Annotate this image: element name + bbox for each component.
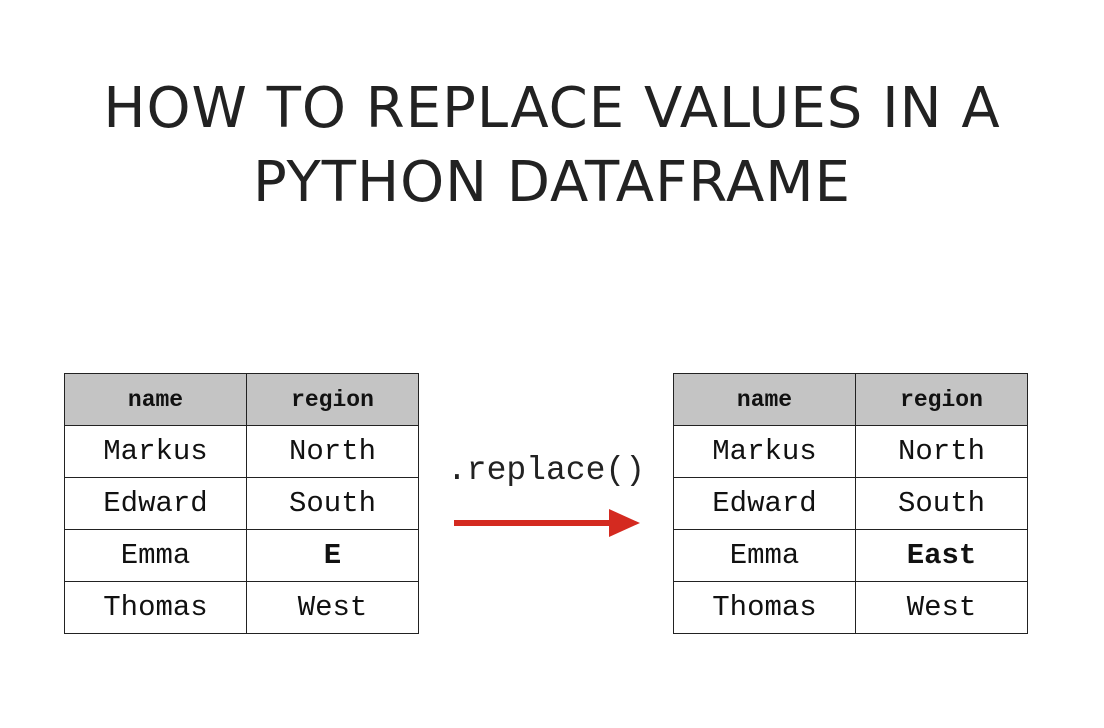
table-row: Thomas West (64, 581, 419, 634)
table-row: Edward South (673, 477, 1028, 530)
arrow-right-icon (454, 509, 640, 537)
column-header-name: name (673, 373, 856, 426)
table-row: Markus North (673, 425, 1028, 478)
cell-region-highlighted: East (855, 529, 1028, 582)
title-line-1: HOW TO REPLACE VALUES IN A (103, 76, 1001, 141)
cell-name: Emma (673, 529, 856, 582)
cell-region: West (855, 581, 1028, 634)
table-row: Thomas West (673, 581, 1028, 634)
table-row: Markus North (64, 425, 419, 478)
table-row: Emma E (64, 529, 419, 582)
cell-name: Markus (64, 425, 247, 478)
column-header-region: region (246, 373, 419, 426)
cell-region-highlighted: E (246, 529, 419, 582)
cell-name: Emma (64, 529, 247, 582)
column-header-name: name (64, 373, 247, 426)
cell-region: West (246, 581, 419, 634)
dataframe-after-table: name region Markus North Edward South Em… (673, 373, 1028, 634)
replace-method-label: .replace() (446, 452, 646, 489)
cell-name: Edward (64, 477, 247, 530)
cell-name: Thomas (64, 581, 247, 634)
table-header-row: name region (673, 373, 1028, 426)
cell-name: Thomas (673, 581, 856, 634)
cell-region: North (855, 425, 1028, 478)
arrow-head (609, 509, 640, 537)
table-row: Emma East (673, 529, 1028, 582)
title-line-2: PYTHON DATAFRAME (253, 150, 851, 215)
cell-region: South (855, 477, 1028, 530)
cell-name: Edward (673, 477, 856, 530)
page-title: HOW TO REPLACE VALUES IN A PYTHON DATAFR… (0, 72, 1104, 220)
cell-region: North (246, 425, 419, 478)
table-row: Edward South (64, 477, 419, 530)
cell-region: South (246, 477, 419, 530)
dataframe-before-table: name region Markus North Edward South Em… (64, 373, 419, 634)
cell-name: Markus (673, 425, 856, 478)
table-header-row: name region (64, 373, 419, 426)
column-header-region: region (855, 373, 1028, 426)
